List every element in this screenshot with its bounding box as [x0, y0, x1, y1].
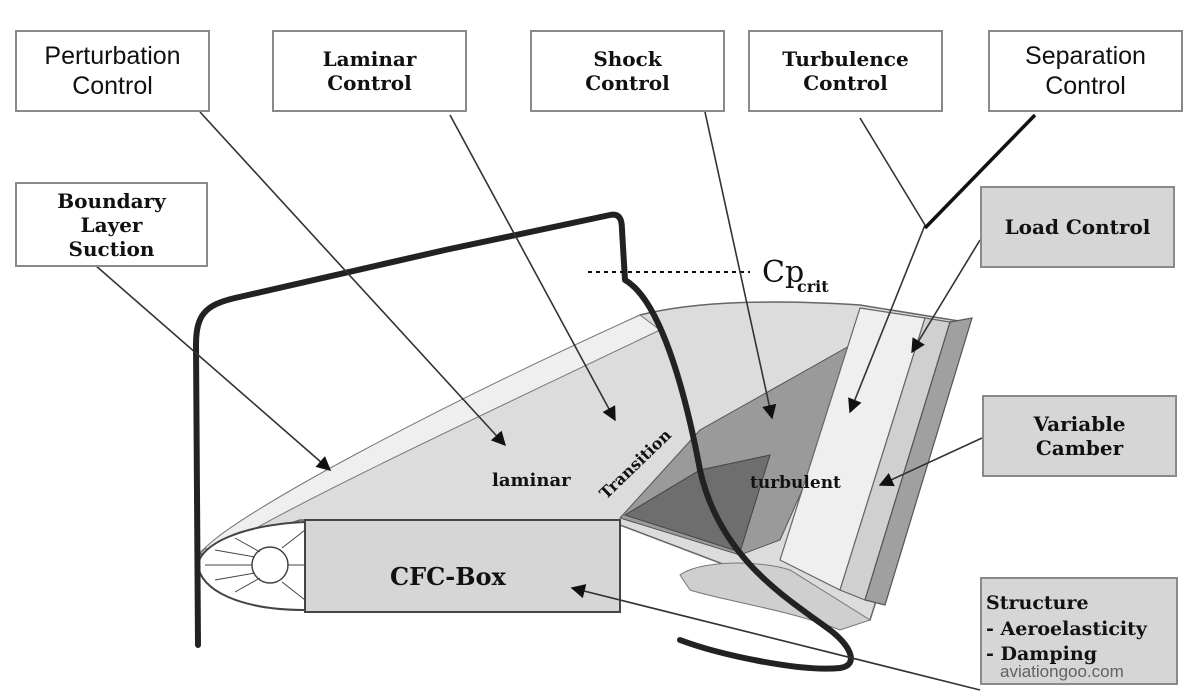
separation-leader	[923, 113, 1037, 230]
structure-title: Structure	[986, 592, 1089, 614]
turbulence-leader-2	[848, 224, 926, 414]
perturbation-leader	[199, 111, 506, 447]
turbulence-leader	[859, 117, 926, 226]
boundary-leader	[94, 264, 332, 471]
laminar-leader	[449, 114, 616, 422]
camber-leader	[878, 437, 983, 487]
cfc-box	[304, 519, 621, 613]
turbulent-text: turbulent	[750, 473, 841, 493]
separation-control-label: Separation Control	[988, 30, 1183, 112]
perturbation-control-label: Perturbation Control	[15, 30, 210, 112]
turbulence-control-label: Turbulence Control	[748, 30, 943, 112]
cfc-box-text: CFC-Box	[390, 562, 506, 591]
boundary-layer-suction-label: Boundary Layer Suction	[15, 182, 208, 267]
structure-item-damping: - Damping	[986, 643, 1097, 666]
shock-region	[623, 454, 771, 553]
structure-label: Structure - Aeroelasticity - Damping	[980, 577, 1178, 685]
cp-sub-text: crit	[797, 277, 829, 296]
shock-control-label: Shock Control	[530, 30, 725, 112]
leading-edge-circle	[251, 546, 289, 584]
watermark: aviationgoo.com	[1000, 662, 1124, 681]
structure-leader	[570, 584, 981, 691]
leading-edge-ribs	[205, 529, 306, 601]
laminar-text: laminar	[492, 470, 571, 491]
leader-lines	[94, 111, 983, 691]
shock-leader	[704, 111, 777, 420]
laminar-control-label: Laminar Control	[272, 30, 467, 112]
load-control-label: Load Control	[980, 186, 1175, 268]
structure-item-aeroelasticity: - Aeroelasticity	[986, 617, 1147, 640]
load-leader	[911, 239, 981, 354]
cp-text: Cp	[762, 255, 804, 290]
cp-distribution-curve	[193, 211, 854, 672]
flap-fairing	[679, 562, 872, 631]
variable-camber-label: Variable Camber	[982, 395, 1177, 477]
flap-strip-3	[864, 317, 973, 606]
